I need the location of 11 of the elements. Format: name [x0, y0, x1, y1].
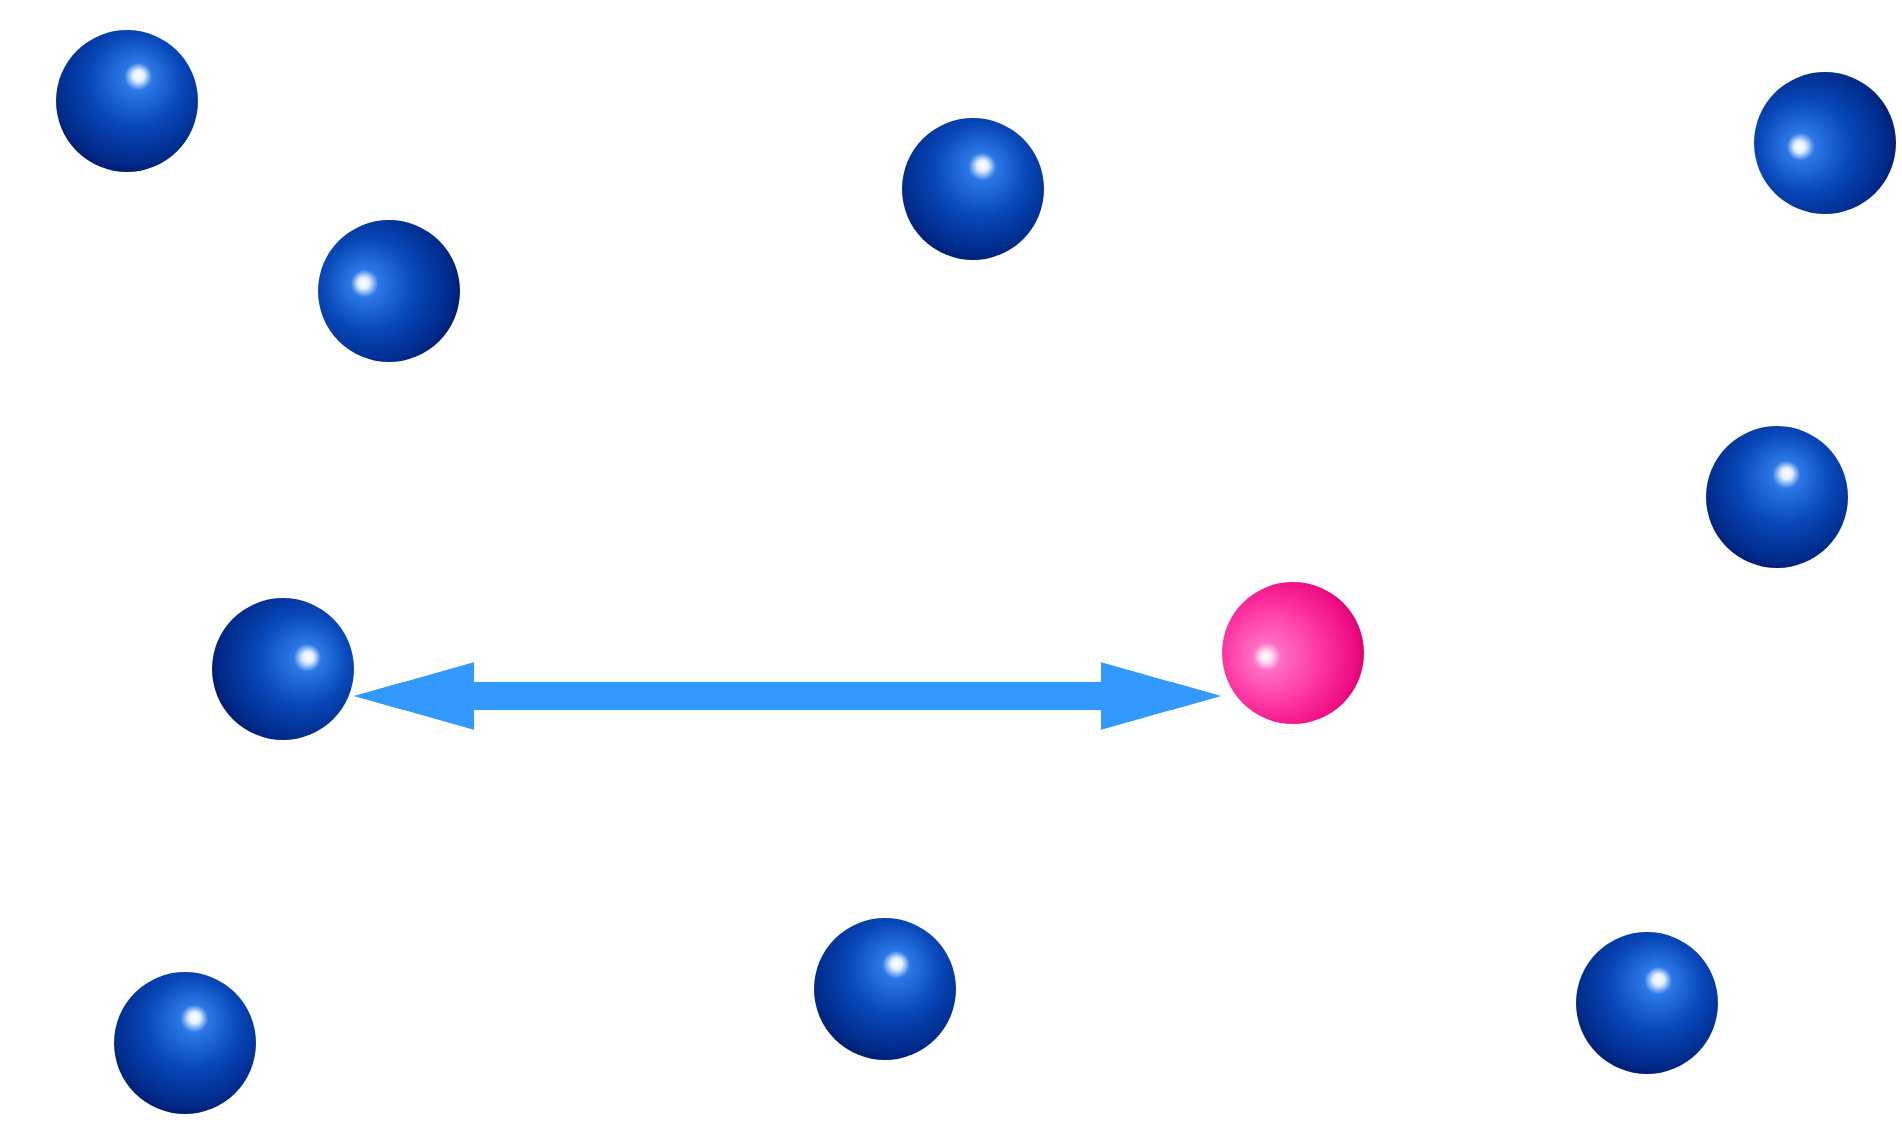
sphere — [212, 597, 354, 739]
sphere — [56, 30, 198, 172]
sphere — [1753, 71, 1895, 213]
sphere — [114, 972, 256, 1114]
sphere — [1221, 582, 1363, 724]
sphere — [1706, 426, 1848, 568]
double-arrow — [354, 662, 1221, 730]
sphere — [1576, 932, 1718, 1074]
sphere — [902, 118, 1044, 260]
sphere — [814, 918, 956, 1060]
sphere — [318, 220, 460, 362]
